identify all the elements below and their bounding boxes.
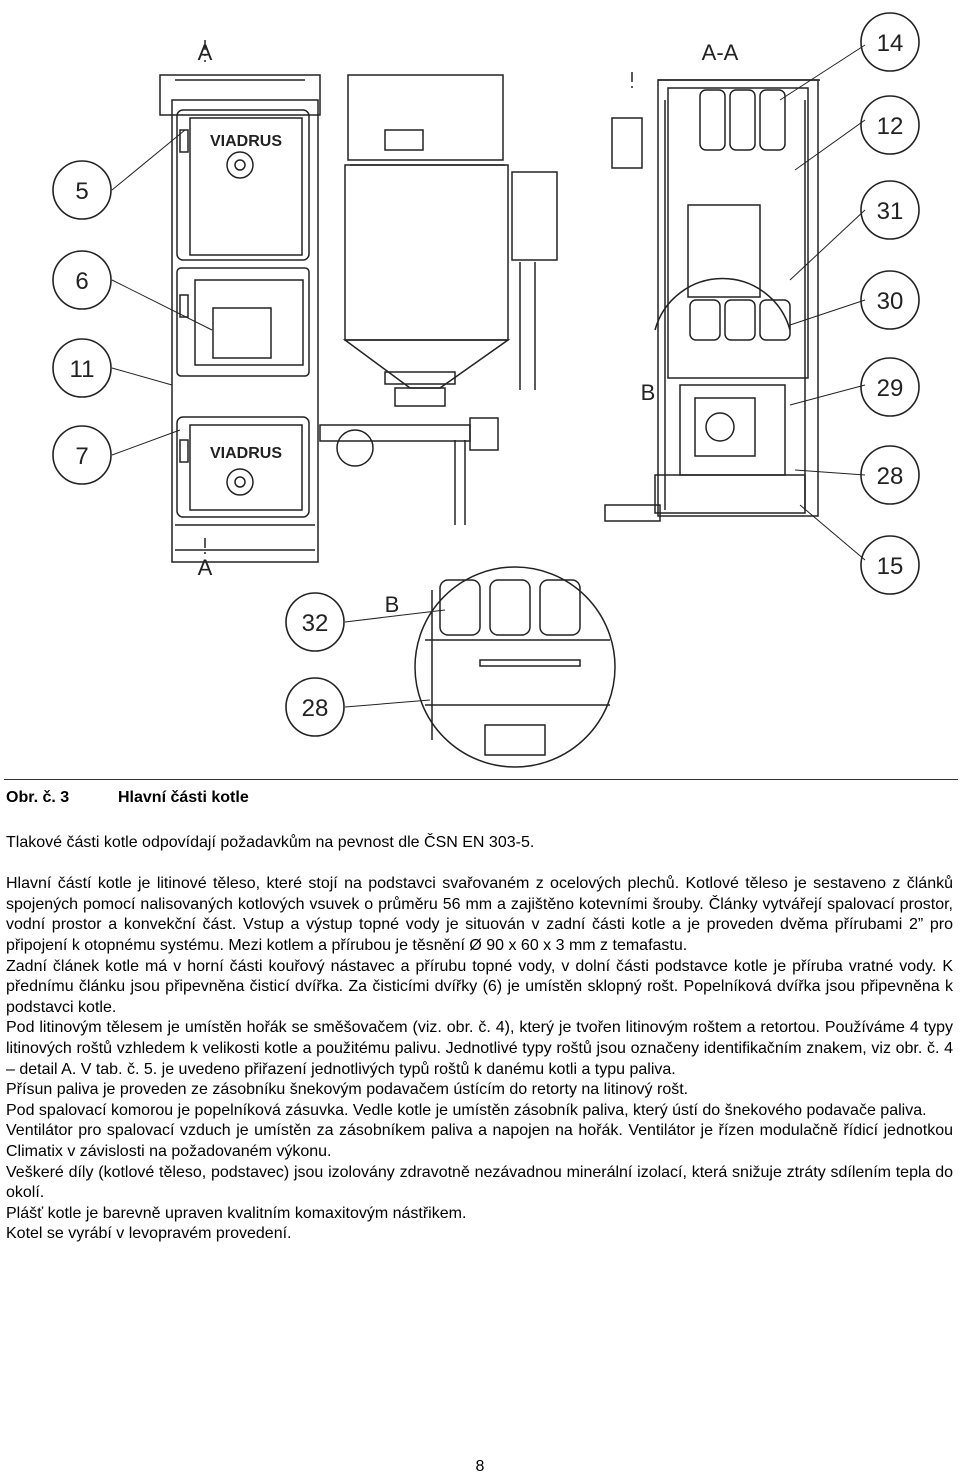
callout-15	[860, 535, 920, 595]
callout-label-29: 29	[877, 375, 904, 402]
paragraph: Zadní článek kotle má v horní části kouř…	[6, 957, 953, 1016]
figure-title: Hlavní části kotle	[118, 789, 249, 806]
callout-29	[860, 357, 920, 417]
detail-label-b: B	[385, 592, 400, 617]
boiler-front-view	[159, 40, 321, 563]
callout-30	[860, 270, 920, 330]
callout-label-7: 7	[75, 443, 88, 470]
section-label-a-a: A-A	[702, 40, 739, 65]
brand-logo-top: VIADRUS	[210, 133, 282, 150]
callout-label-28b: 28	[302, 695, 329, 722]
callout-label-5: 5	[75, 178, 88, 205]
paragraph: Hlavní částí kotle je litinové těleso, k…	[6, 875, 953, 954]
paragraph: Tlakové části kotle odpovídají požadavků…	[6, 834, 535, 851]
paragraph: Ventilátor pro spalovací vzduch je umíst…	[6, 1122, 953, 1160]
brand-logo-bottom: VIADRUS	[210, 445, 282, 462]
fuel-hopper	[319, 74, 558, 525]
paragraph: Přísun paliva je proveden ze zásobníku š…	[6, 1081, 689, 1099]
callout-label-32: 32	[302, 610, 329, 637]
callout-label-28a: 28	[877, 463, 904, 490]
callout-31	[860, 180, 920, 240]
section-label-a-top: A	[198, 40, 213, 65]
boiler-drawing: 5 6 11 7 14 12 31 30 29 28 15 32 28 A A …	[52, 12, 920, 768]
section-a-a	[604, 72, 820, 522]
callout-11	[52, 338, 112, 398]
callout-label-30: 30	[877, 288, 904, 315]
callout-7	[52, 425, 112, 485]
paragraph: Pod litinovým tělesem je umístěn hořák s…	[6, 1019, 953, 1078]
paragraph: Kotel se vyrábí v levopravém provedení.	[6, 1225, 292, 1243]
callout-6	[52, 250, 112, 310]
callout-label-6: 6	[75, 268, 88, 295]
page-number: 8	[475, 1458, 485, 1475]
leader-lines	[111, 44, 866, 708]
section-label-a-bottom: A	[198, 555, 213, 580]
callout-label-11: 11	[70, 356, 95, 383]
paragraph: Veškeré díly (kotlové těleso, podstavec)…	[6, 1163, 953, 1202]
callout-14	[860, 12, 920, 72]
callout-12	[860, 95, 920, 155]
detail-b	[414, 566, 616, 768]
callout-label-31: 31	[877, 198, 904, 225]
callout-markers	[52, 12, 920, 737]
paragraph: Pod spalovací komorou je popelníková zás…	[6, 1101, 927, 1119]
figure-caption: Obr. č. 3 Hlavní části kotle	[6, 789, 249, 807]
callout-label-14: 14	[877, 30, 904, 57]
paragraph: Plášť kotle je barevně upraven kvalitním…	[6, 1204, 467, 1222]
callout-label-12: 12	[877, 113, 904, 140]
figure-number: Obr. č. 3	[6, 789, 70, 806]
callout-5	[52, 160, 112, 220]
callout-label-15: 15	[877, 553, 904, 580]
callout-32	[285, 592, 345, 652]
callout-28b	[285, 677, 345, 737]
callout-28a	[860, 445, 920, 505]
caption-rule	[4, 779, 958, 780]
body-text: Tlakové části kotle odpovídají požadavků…	[6, 833, 953, 1245]
section-label-b: B	[641, 380, 656, 405]
